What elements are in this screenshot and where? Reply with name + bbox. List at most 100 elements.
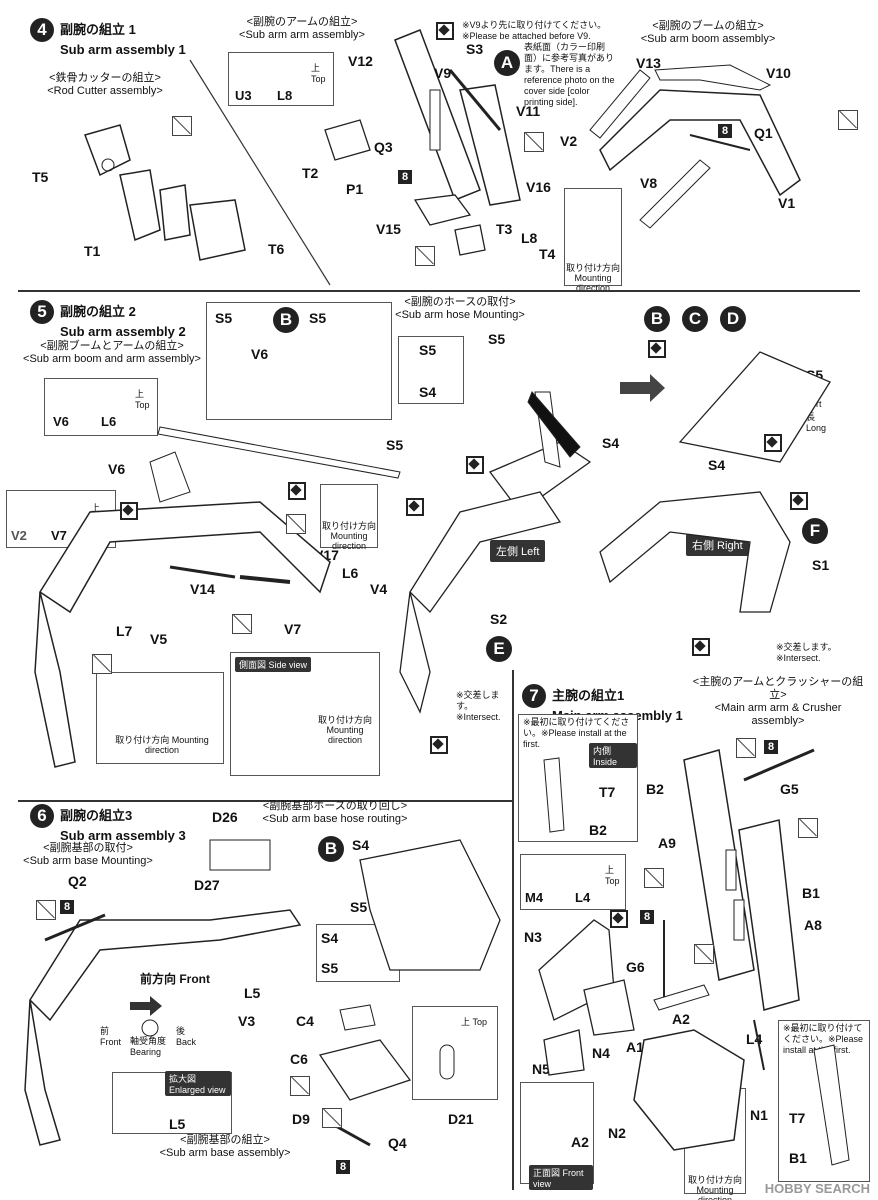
part-n1: N1 [750,1107,768,1123]
part-v14: V14 [190,581,215,597]
tool-8-badge-boom: 8 [718,124,732,138]
callout-a: A [494,50,520,76]
d21-top-panel: 上 Top [412,1006,498,1100]
part-g6: G6 [626,959,645,975]
part-a2: A2 [672,1011,690,1027]
back-label: 後 Back [176,1026,197,1047]
part-v7: V7 [284,621,302,637]
step-4-drawing [84,29,801,286]
diamond-mark [436,22,454,40]
watermark: HOBBY SEARCH [764,1181,870,1196]
main-arm-crusher-heading: <主腕のアームとクラッシャーの組立><Main arm arm & Crushe… [692,676,864,727]
callout-e: E [486,636,512,662]
part-l6: L6 [342,565,359,581]
front-direction-label: 前方向 Front [140,972,210,986]
diamond-mark [288,482,306,500]
callout-b-step6: B [318,836,344,862]
part-d27: D27 [194,877,220,893]
part-c6: C6 [290,1051,308,1067]
diamond-mark [406,498,424,516]
part-t5: T5 [32,169,49,185]
long-label: 長 Long [806,412,827,433]
part-v1: V1 [778,195,796,211]
s5-v6-detail-panel: S5 B S5 V6 [206,302,392,420]
callout-f: F [802,518,828,544]
intersect-note-left: ※交差します。※Intersect. [456,690,501,722]
diamond-mark [610,910,628,928]
part-l7: L7 [116,623,133,639]
tool-8-badge: 8 [60,900,74,914]
bearing-label: 軸受角度 Bearing [130,1036,167,1057]
tool-8-badge: 8 [764,740,778,754]
part-v13: V13 [636,55,661,71]
v5-mount-dir-panel: 取り付け方向 Mounting direction [96,672,224,764]
diamond-mark [790,492,808,510]
cutter-assembly-heading: <鉄骨カッターの組立><Rod Cutter assembly> [47,72,163,97]
cut-mark-icon [838,110,858,130]
v17-mount-dir-panel: 取り付け方向 Mounting direction [320,484,378,551]
part-v9: V9 [434,65,452,81]
part-b1: B1 [802,885,820,901]
hose-mounting-heading: <副腕のホースの取付><Sub arm hose Mounting> [395,296,525,321]
cut-mark-icon [322,1108,342,1128]
part-s5-hose: S5 [488,331,506,347]
part-d9: D9 [292,1111,310,1127]
right-side-tag: 右側 Right [686,534,749,556]
cut-mark-icon [798,818,818,838]
boom-and-arm-heading: <副腕ブームとアームの組立><Sub arm boom and arm asse… [23,340,201,365]
part-v16: V16 [526,179,551,195]
part-q4: Q4 [388,1135,407,1151]
part-t1: T1 [84,243,101,259]
l8-t4-orientation-panel: L8 T4 取り付け方向 Mounting direction [521,188,622,290]
front-view-panel: A2 正面図 Front view [520,1082,594,1190]
part-t3: T3 [496,221,513,237]
base-mounting-heading: <副腕基部の取付><Sub arm base Mounting> [23,842,153,867]
part-n2: N2 [608,1125,626,1141]
part-n4: N4 [592,1045,610,1061]
step-7-drawing [538,748,850,1166]
cut-mark-icon [172,116,192,136]
part-v5: V5 [150,631,168,647]
m4-l4-orientation-panel: M4 L4 上 Top [520,854,626,910]
part-l5: L5 [244,985,261,1001]
part-p1: P1 [346,181,364,197]
cut-mark-icon [736,738,756,758]
diamond-mark [120,502,138,520]
part-c4: C4 [296,1013,314,1029]
cut-mark-icon [644,868,664,888]
cut-mark-icon [524,132,544,152]
attach-before-v9-note: ※V9より先に取り付けてください。※Please be attached bef… [462,20,607,41]
tool-8-badge: 8 [336,1160,350,1174]
v6-l6-orientation-panel: V6 L6 上 Top [44,378,158,436]
callout-c: C [682,306,708,332]
part-d26: D26 [212,809,238,825]
part-t2: T2 [302,165,319,181]
side-view-panel: 側面図 Side view 取り付け方向 Mounting direction [230,652,380,776]
reference-photo-note: 表紙面（カラー印刷面）に参考写真があります。There is a referen… [524,42,615,107]
cut-mark-icon [92,654,112,674]
step-4-number: 4 [30,18,54,42]
tool-8-badge: 8 [640,910,654,924]
front-label: 前 Front [100,1026,122,1047]
part-s4-routing: S4 [352,837,370,853]
diamond-mark [648,340,666,358]
callout-b: B [644,306,670,332]
part-v6: V6 [108,461,126,477]
section-divider [512,670,514,1190]
part-s1: S1 [812,557,830,573]
diamond-mark [466,456,484,474]
part-g5: G5 [780,781,799,797]
callout-d: D [720,306,746,332]
cut-mark-icon [415,246,435,266]
cut-mark-icon [694,944,714,964]
part-s4-right: S4 [708,457,726,473]
step-4-title-en: Sub arm assembly 1 [60,42,186,57]
part-v4: V4 [370,581,388,597]
part-s3: S3 [466,41,484,57]
u3-l8-orientation-panel: U3 L8 上 Top [228,52,334,106]
